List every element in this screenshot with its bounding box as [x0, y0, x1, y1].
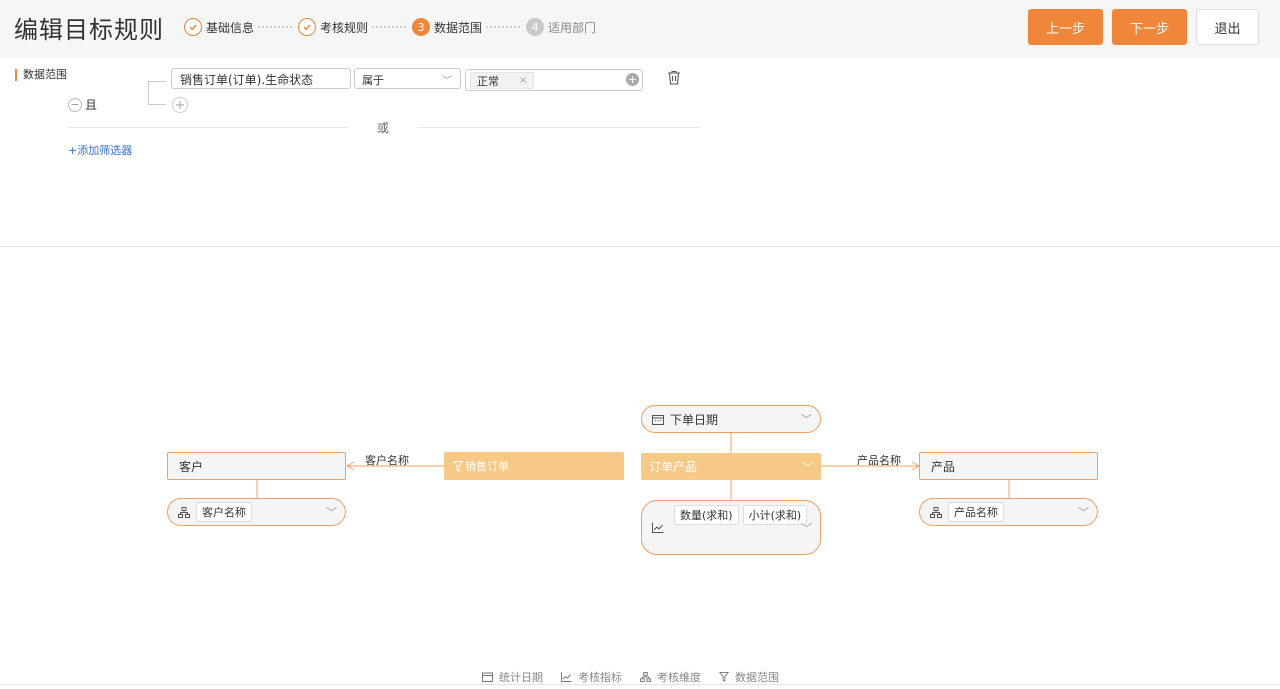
chevron-down-icon[interactable]: ﹀ [326, 506, 337, 519]
add-condition-plus-icon[interactable]: + [172, 97, 188, 113]
step-connector [486, 26, 521, 28]
section-divider [0, 246, 1280, 247]
dimension-chip: 产品名称 [948, 502, 1004, 522]
node-label: 订单产品 [649, 460, 698, 474]
step-assessment-rule[interactable]: 考核规则 [298, 18, 368, 36]
step-data-scope[interactable]: 3 数据范围 [412, 18, 482, 36]
step-applicable-dept[interactable]: 4 适用部门 [526, 18, 596, 36]
operator-value: 属于 [362, 74, 384, 87]
metric-chip: 小计(求和) [742, 505, 808, 525]
page-title: 编辑目标规则 [14, 16, 164, 44]
step-connector [372, 26, 407, 28]
node-metrics[interactable]: 数量(求和) 小计(求和) ﹀ [641, 500, 821, 555]
hierarchy-icon [640, 672, 651, 682]
chevron-down-icon: ﹀ [442, 76, 452, 87]
legend-item-dimension: 考核维度 [640, 669, 701, 685]
chevron-down-icon[interactable]: ﹀ [801, 521, 812, 535]
dimension-chip: 客户名称 [196, 502, 252, 522]
node-order-product[interactable]: 订单产品 ﹀ [641, 453, 821, 480]
edge-label-right: 产品名称 [857, 454, 901, 467]
node-sales-order[interactable]: 销售订单 [444, 452, 624, 480]
legend-label: 数据范围 [735, 671, 779, 684]
filter-field-select[interactable]: 销售订单(订单).生命状态 [171, 68, 351, 89]
next-step-button[interactable]: 下一步 [1112, 9, 1187, 45]
calendar-icon [652, 414, 664, 425]
date-label: 下单日期 [670, 412, 719, 427]
filter-icon [719, 672, 729, 682]
chevron-down-icon[interactable]: ﹀ [801, 413, 812, 426]
node-customer-dimension[interactable]: 客户名称 ﹀ [167, 498, 346, 526]
edge-label-left: 客户名称 [365, 454, 409, 467]
check-icon [298, 18, 317, 36]
legend-item-scope: 数据范围 [719, 669, 779, 685]
condition-bracket [148, 81, 166, 105]
filter-operator-select[interactable]: 属于 ﹀ [354, 68, 461, 89]
step-label: 数据范围 [434, 20, 483, 35]
close-icon[interactable]: × [519, 75, 528, 86]
header-bar: 编辑目标规则 基础信息 考核规则 3 数据范围 4 适用部门 上一步 下一步 退… [0, 0, 1280, 58]
stepper: 基础信息 考核规则 3 数据范围 4 适用部门 [184, 17, 596, 37]
step-number: 4 [526, 18, 545, 36]
trash-icon[interactable] [667, 70, 681, 89]
node-label: 产品 [931, 459, 956, 474]
node-label: 销售订单 [465, 460, 509, 473]
step-number: 3 [412, 18, 431, 36]
legend-label: 考核指标 [578, 671, 622, 684]
metric-chip: 数量(求和) [674, 505, 739, 525]
hierarchy-icon [178, 506, 190, 518]
add-filter-link[interactable]: +添加筛选器 [68, 144, 133, 157]
add-value-icon[interactable]: + [626, 73, 639, 86]
value-tag-label: 正常 [477, 74, 499, 88]
line-chart-icon [652, 522, 664, 533]
step-label: 考核规则 [320, 20, 369, 35]
prev-step-button[interactable]: 上一步 [1028, 9, 1103, 45]
minus-circle-icon[interactable]: − [68, 97, 82, 112]
section-label-data-scope: 数据范围 [15, 69, 67, 81]
bottom-divider [0, 684, 1280, 685]
legend-label: 考核维度 [657, 671, 701, 684]
step-label: 基础信息 [206, 20, 255, 35]
check-icon [184, 18, 202, 36]
hierarchy-icon [930, 506, 942, 518]
diagram-legend: 统计日期 考核指标 考核维度 数据范围 [482, 669, 797, 685]
node-order-date[interactable]: 下单日期 ﹀ [641, 405, 821, 433]
value-tag: 正常 × [470, 72, 535, 89]
node-product[interactable]: 产品 [919, 452, 1098, 480]
step-connector [258, 26, 293, 28]
chevron-down-icon[interactable]: ﹀ [1078, 506, 1089, 519]
filter-icon [453, 460, 463, 472]
and-label: 且 [85, 98, 98, 112]
node-product-dimension[interactable]: 产品名称 ﹀ [919, 498, 1098, 526]
filter-value-input[interactable]: 正常 × + [465, 69, 643, 91]
node-label: 客户 [179, 459, 204, 474]
exit-button[interactable]: 退出 [1196, 9, 1259, 45]
legend-item-metric: 考核指标 [561, 669, 622, 685]
chevron-down-icon[interactable]: ﹀ [802, 460, 813, 474]
legend-label: 统计日期 [499, 671, 543, 684]
legend-item-date: 统计日期 [482, 669, 543, 685]
and-toggle[interactable]: − 且 [68, 96, 97, 113]
calendar-icon [482, 672, 493, 682]
line-chart-icon [561, 672, 572, 682]
step-basic-info[interactable]: 基础信息 [184, 18, 254, 36]
or-label: 或 [348, 119, 418, 136]
node-customer[interactable]: 客户 [167, 452, 346, 480]
step-label: 适用部门 [548, 20, 597, 35]
